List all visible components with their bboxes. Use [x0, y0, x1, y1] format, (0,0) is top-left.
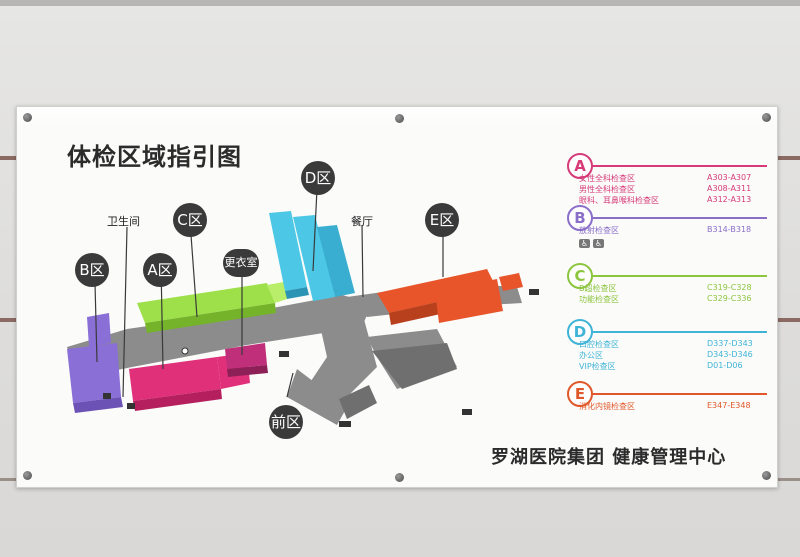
- corridor-main: [67, 295, 372, 379]
- wall-top-edge: [0, 0, 800, 6]
- zone-e-block: [377, 269, 523, 325]
- legend-item-name: 眼科、耳鼻喉科检查区: [579, 196, 659, 205]
- canteen-label: 餐厅: [351, 215, 373, 228]
- screw-icon: [762, 471, 771, 480]
- legend-item-name: 消化内镜检查区: [579, 402, 635, 411]
- zone-c-label: C区: [173, 203, 207, 237]
- callout-lines: [94, 188, 444, 398]
- legend-item-name: 功能检查区: [579, 295, 619, 304]
- restroom-label: 卫生间: [107, 215, 140, 228]
- legend-item-code: E347-E348: [707, 401, 751, 410]
- legend-rule: [591, 393, 767, 395]
- accessibility-icon: ♿: [593, 239, 605, 248]
- legend-rule: [591, 331, 767, 333]
- legend-item-name: 办公区: [579, 351, 603, 360]
- legend-badge-e: E: [567, 381, 593, 407]
- zone-e-label: E区: [425, 203, 459, 237]
- legend-item: 消化内镜检查区 E347-E348: [579, 401, 751, 412]
- legend-item-name: 口腔检查区: [579, 340, 619, 349]
- legend-item: 眼科、耳鼻喉科检查区 A312-A313: [579, 195, 751, 206]
- legend-item-code: C319-C328: [707, 283, 752, 292]
- screw-icon: [23, 471, 32, 480]
- screw-icon: [395, 114, 404, 123]
- zone-front-label: 前区: [269, 405, 303, 439]
- legend-item-name: 男性全科检查区: [579, 185, 635, 194]
- zone-b-block: [67, 313, 123, 413]
- sign-title: 体检区域指引图: [67, 143, 242, 171]
- legend-item-name: B超检查区: [579, 284, 617, 293]
- changing-room-label: 更衣室: [223, 249, 259, 277]
- legend-item: 男性全科检查区 A308-A311: [579, 184, 751, 195]
- accessibility-icon: ♿: [579, 239, 591, 248]
- legend-item-code: A308-A311: [707, 184, 752, 193]
- corridor-shadow: [339, 343, 457, 419]
- legend-badge-d: D: [567, 319, 593, 345]
- legend-rule: [591, 275, 767, 277]
- legend-item-code: D343-D346: [707, 350, 753, 359]
- legend-item-code: D337-D343: [707, 339, 753, 348]
- legend-item: 功能检查区 C329-C336: [579, 294, 752, 305]
- legend-item: 女性全科检查区 A303-A307: [579, 173, 751, 184]
- screw-icon: [762, 113, 771, 122]
- legend-item-code: C329-C336: [707, 294, 752, 303]
- legend-rule: [591, 165, 767, 167]
- legend-item-code: A303-A307: [707, 173, 752, 182]
- legend-item-name: VIP检查区: [579, 362, 616, 371]
- legend-badge-a: A: [567, 153, 593, 179]
- legend-rule: [591, 217, 767, 219]
- changing-room-block: [225, 343, 268, 377]
- footer-org-name: 罗湖医院集团 健康管理中心: [491, 447, 727, 468]
- zone-d-label: D区: [301, 161, 335, 195]
- legend-item: VIP检查区 D01-D06: [579, 361, 743, 372]
- legend-item-name: 放射检查区: [579, 226, 619, 235]
- legend-item: 口腔检查区 D337-D343: [579, 339, 753, 350]
- zone-a-label: A区: [143, 253, 177, 287]
- screw-icon: [395, 473, 404, 482]
- legend-item: 放射检查区 B314-B318: [579, 225, 751, 236]
- legend-item-code: B314-B318: [707, 225, 752, 234]
- corridor-south: [307, 312, 377, 407]
- corridor-front: [287, 369, 347, 425]
- screw-icon: [23, 113, 32, 122]
- legend-item: B超检查区 C319-C328: [579, 283, 752, 294]
- legend-item-name: 女性全科检查区: [579, 174, 635, 183]
- legend-item-code: D01-D06: [707, 361, 743, 370]
- floor-map: [67, 188, 539, 427]
- zone-b-label: B区: [75, 253, 109, 287]
- legend-item-code: A312-A313: [707, 195, 752, 204]
- sign-board: 体检区域指引图: [16, 106, 778, 488]
- map-markers: [103, 289, 539, 427]
- legend-item: 办公区 D343-D346: [579, 350, 753, 361]
